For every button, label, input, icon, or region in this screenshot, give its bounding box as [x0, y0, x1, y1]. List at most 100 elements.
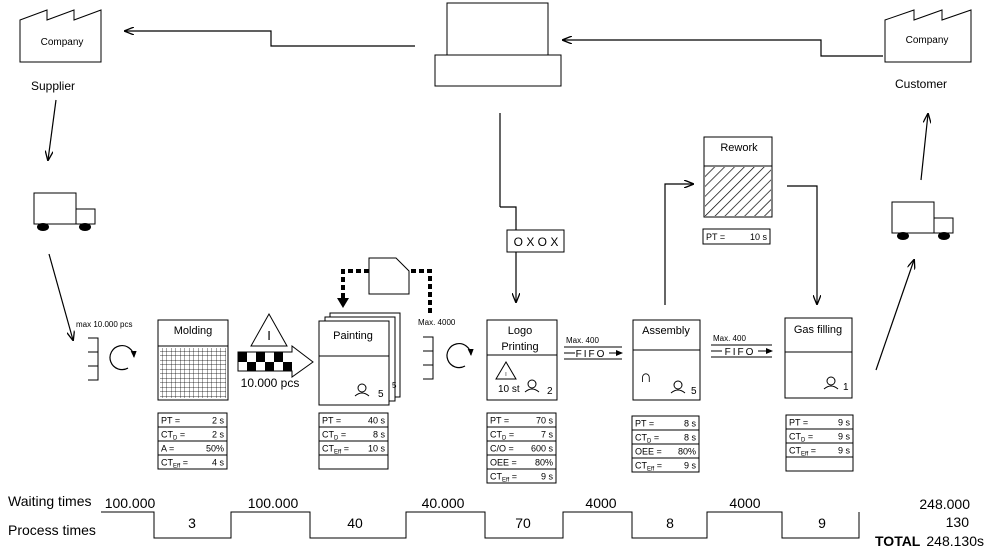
process-total: 130 [946, 514, 970, 530]
process-box-rework [703, 136, 773, 218]
painting-buffer-label: Max. 4000 [418, 318, 456, 327]
data-row-value: 2 s [212, 416, 225, 426]
painting-operators: 5 [378, 389, 384, 400]
process-box-logo-printing [486, 319, 558, 401]
data-row-label: OEE = [635, 447, 662, 457]
data-row-label: CTD = [490, 430, 514, 442]
data-row-value: 10 s [368, 444, 386, 454]
data-row-label: PT = [789, 418, 808, 428]
gas-filling-operator-icon [823, 376, 839, 390]
data-row-label: CTEff = [789, 446, 816, 458]
rework-data-box [702, 228, 771, 245]
data-row-value: 40 s [368, 416, 386, 426]
fifo-2-label: FIFO [725, 347, 756, 358]
data-row-value: 9 s [684, 461, 697, 471]
data-row-value: 9 s [541, 472, 554, 482]
supplier-factory-icon [19, 9, 102, 63]
molding-grid-pattern [160, 348, 226, 398]
waiting-time-1: 100.000 [105, 495, 156, 511]
process-time-2: 40 [347, 515, 363, 531]
process-box-assembly [632, 319, 701, 401]
rework-hatch-pattern [705, 167, 771, 216]
data-row-label: PT = [322, 416, 341, 426]
data-row-value: 50% [206, 444, 224, 454]
data-row-value: 80% [535, 458, 553, 468]
process-name-gas-filling: Gas filling [794, 324, 842, 336]
data-row-label: CTEff = [322, 444, 349, 456]
customer-factory-icon [884, 9, 972, 63]
truck-to-molding-arrow [48, 253, 73, 340]
data-row-value: 4 s [212, 458, 225, 468]
painting-operator-icon [354, 383, 370, 397]
data-row-value: 9 s [838, 446, 851, 456]
data-row-label: PT = [161, 416, 180, 426]
process-time-3: 70 [515, 515, 531, 531]
painting-supermarket-icon [423, 336, 434, 380]
waiting-time-3: 40.000 [422, 495, 465, 511]
process-name-painting: Painting [333, 330, 373, 342]
info-flow-to-supplier [125, 31, 415, 47]
waiting-time-2: 100.000 [248, 495, 299, 511]
total-value: 248.130s [926, 533, 984, 549]
data-row-label: CTD = [322, 430, 346, 442]
push-quantity-label: 10.000 pcs [241, 376, 300, 390]
data-row-label: CTD = [635, 433, 659, 445]
data-row-value: 8 s [684, 433, 697, 443]
data-row-label: CTEff = [490, 472, 517, 484]
waiting-total: 248.000 [919, 496, 970, 512]
logo-operators: 2 [547, 386, 553, 397]
production-control-icon [434, 2, 562, 87]
logo-inventory-triangle-icon: I [495, 361, 517, 380]
inventory-triangle-icon [250, 312, 288, 347]
push-arrow-icon [237, 344, 314, 378]
data-row-value: 8 s [373, 430, 386, 440]
kanban-connector-line [500, 206, 517, 230]
painting-cycle-icon [446, 343, 474, 369]
molding-cycle-icon [109, 345, 137, 371]
fifo-2-max: Max. 400 [713, 334, 746, 343]
data-row-value: 8 s [684, 419, 697, 429]
painting-stack-count: 5 [392, 381, 397, 390]
rework-to-gas-arrow [787, 185, 817, 304]
assembly-symbol: ∩ [640, 367, 652, 386]
process-box-painting [318, 312, 401, 406]
timeline-ladder [101, 511, 860, 539]
rework-title: Rework [720, 142, 758, 154]
data-row-value: 70 s [536, 416, 554, 426]
withdrawal-kanban-card-icon [368, 257, 410, 295]
customer-truck-icon [891, 201, 954, 240]
assembly-operators: 5 [691, 386, 697, 397]
molding-buffer-label: max 10.000 pcs [76, 320, 132, 329]
data-row-value: 7 s [541, 430, 554, 440]
fifo-1-label: FIFO [576, 349, 607, 360]
process-name-assembly: Assembly [642, 325, 690, 337]
process-name-logo-line1: Logo [508, 325, 532, 337]
assembly-to-rework-arrow [664, 184, 693, 305]
svg-text:I: I [505, 372, 506, 378]
data-row-label: PT = [490, 416, 509, 426]
supplier-to-truck-arrow [48, 99, 57, 160]
data-row-value: 600 s [531, 444, 554, 454]
process-time-1: 3 [188, 515, 196, 531]
data-row-label: CTD = [789, 432, 813, 444]
logo-operator-icon [524, 379, 540, 393]
kanban-label: O X O X [514, 235, 559, 249]
process-data-boxes: PT = 2 s CTD = 2 s A = 50% CTEff = 4 s PT = 40 s C… [157, 412, 854, 484]
data-row-label: A = [161, 444, 174, 454]
rework-pt-value: 10 s [750, 232, 768, 242]
supplier-truck-icon [33, 192, 96, 231]
data-row-value: 9 s [838, 432, 851, 442]
data-row-label: CTD = [161, 430, 185, 442]
process-name-logo-line2: Printing [501, 341, 538, 353]
data-row-label: PT = [635, 419, 654, 429]
gas-filling-to-truck-arrow [875, 260, 914, 371]
data-row-value: 2 s [212, 430, 225, 440]
data-row-label: OEE = [490, 458, 517, 468]
process-box-gas-filling [784, 317, 853, 399]
assembly-operator-icon [670, 380, 686, 394]
